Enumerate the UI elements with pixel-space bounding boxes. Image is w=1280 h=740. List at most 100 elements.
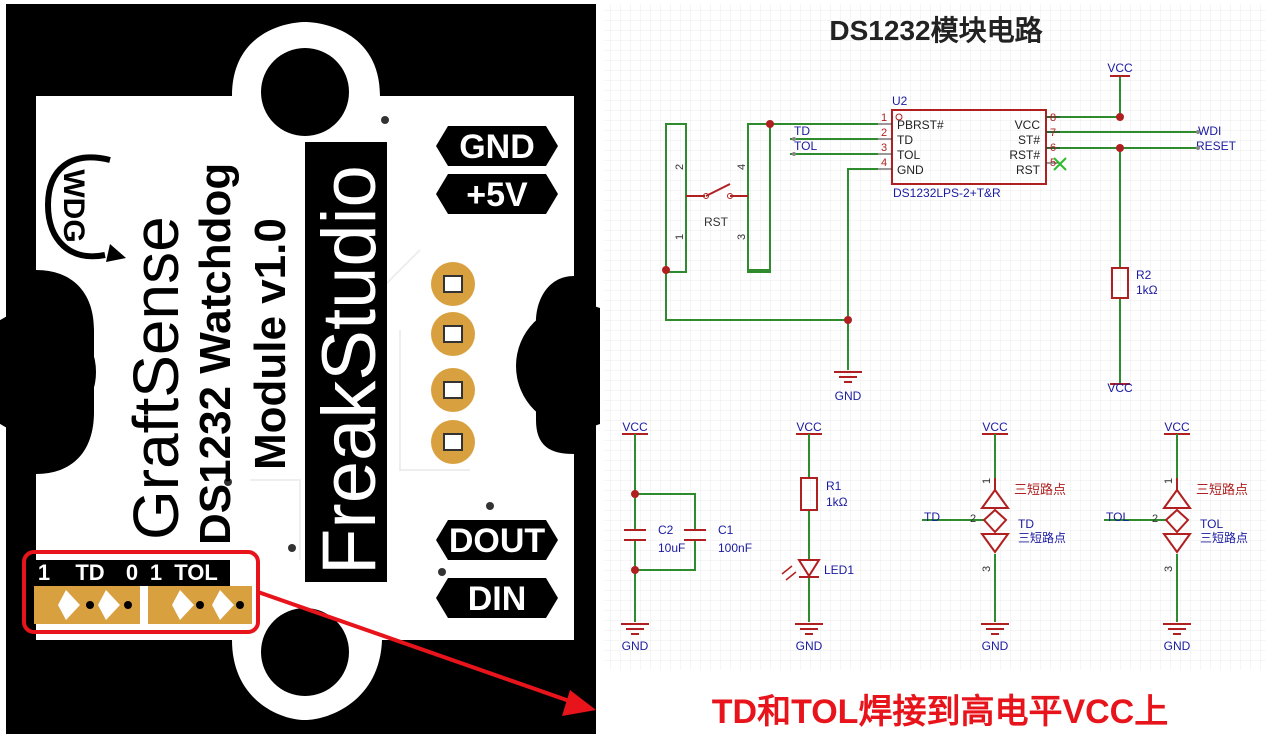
svg-text:三短路点: 三短路点 xyxy=(1196,482,1248,497)
svg-text:TD: TD xyxy=(1018,517,1034,531)
svg-text:R2: R2 xyxy=(1136,268,1152,282)
schematic-title: DS1232模块电路 xyxy=(829,15,1043,46)
pad-2 xyxy=(431,312,475,356)
resistor-r2: R2 1kΩ xyxy=(1111,267,1158,299)
svg-text:VCC: VCC xyxy=(1107,61,1133,75)
svg-text:6: 6 xyxy=(1050,142,1056,154)
svg-text:0: 0 xyxy=(236,560,248,585)
svg-text:三短路点: 三短路点 xyxy=(1200,530,1248,545)
svg-text:4: 4 xyxy=(736,164,748,170)
svg-text:TOL: TOL xyxy=(174,560,218,585)
svg-text:C2: C2 xyxy=(658,523,674,537)
svg-text:VCC: VCC xyxy=(1107,381,1133,395)
maker-text: FreakStudio xyxy=(307,165,392,575)
svg-text:GND: GND xyxy=(622,639,649,653)
svg-text:C1: C1 xyxy=(718,523,734,537)
wdg-logo-icon: WDG xyxy=(44,154,126,262)
svg-text:1: 1 xyxy=(674,234,686,240)
svg-text:+5V: +5V xyxy=(466,176,528,214)
junctions xyxy=(662,113,1124,324)
svg-text:1: 1 xyxy=(881,112,887,124)
mount-hole-right xyxy=(516,304,600,428)
svg-text:TD: TD xyxy=(897,133,913,147)
pad-4 xyxy=(431,420,475,464)
product-text-1: DS1232 Watchdog xyxy=(191,163,240,545)
svg-text:GND: GND xyxy=(835,389,862,403)
svg-text:GND: GND xyxy=(897,163,924,177)
svg-text:RST: RST xyxy=(1016,163,1041,177)
svg-text:ST#: ST# xyxy=(1018,133,1040,147)
svg-text:5: 5 xyxy=(1050,157,1056,169)
svg-text:WDG: WDG xyxy=(57,169,90,242)
jumper-area: 1 TD 0 1 TOL 0 xyxy=(34,560,252,624)
mount-hole-top xyxy=(261,48,349,136)
gnd-symbol: GND xyxy=(834,371,862,403)
svg-text:TD: TD xyxy=(794,124,810,138)
svg-text:3: 3 xyxy=(736,234,748,240)
svg-text:三短路点: 三短路点 xyxy=(1014,482,1066,497)
svg-text:LED1: LED1 xyxy=(824,563,854,577)
rst-switch: RST 2 4 1 3 xyxy=(665,123,771,273)
svg-text:0: 0 xyxy=(126,560,138,585)
pin-label-gnd: GND xyxy=(436,126,558,166)
svg-text:2: 2 xyxy=(970,513,976,525)
caption-text: TD和TOL焊接到高电平VCC上 xyxy=(711,693,1169,731)
svg-text:VCC: VCC xyxy=(982,420,1008,434)
svg-text:U2: U2 xyxy=(892,94,908,108)
svg-text:VCC: VCC xyxy=(1164,420,1190,434)
svg-text:4: 4 xyxy=(881,157,887,169)
svg-text:GND: GND xyxy=(459,128,535,166)
ic-u2: U2 PBRST# TD TOL GND 1 2 3 4 VCC ST# RST… xyxy=(878,94,1067,200)
svg-text:8: 8 xyxy=(1050,112,1056,124)
svg-text:DS1232LPS-2+T&R: DS1232LPS-2+T&R xyxy=(893,186,1001,200)
mount-hole-bottom xyxy=(261,608,349,696)
vcc-symbol-2: VCC xyxy=(1107,381,1133,395)
pin-label-5v: +5V xyxy=(436,174,558,214)
product-text-2: Module v1.0 xyxy=(246,218,295,470)
schematic-grid xyxy=(604,4,1266,670)
svg-text:WDI: WDI xyxy=(1198,124,1221,138)
svg-text:GND: GND xyxy=(982,639,1009,653)
svg-text:TOL: TOL xyxy=(1200,517,1223,531)
svg-text:TD: TD xyxy=(75,560,104,585)
svg-text:2: 2 xyxy=(674,164,686,170)
svg-text:3: 3 xyxy=(981,566,993,572)
svg-text:TOL: TOL xyxy=(794,139,817,153)
brand-text: GraftSense xyxy=(120,216,192,540)
schematic: DS1232模块电路 RST 2 4 1 3 xyxy=(600,0,1280,740)
pad-3 xyxy=(431,368,475,412)
svg-text:7: 7 xyxy=(1050,127,1056,139)
vcc-symbol: VCC xyxy=(1107,61,1133,77)
svg-text:100nF: 100nF xyxy=(718,541,752,555)
svg-text:1: 1 xyxy=(981,478,993,484)
pad-1 xyxy=(431,262,475,306)
svg-text:RST: RST xyxy=(704,215,729,229)
pin-label-din: DIN xyxy=(436,578,558,618)
svg-text:TD: TD xyxy=(924,510,940,524)
svg-text:PBRST#: PBRST# xyxy=(897,118,944,132)
svg-text:TOL: TOL xyxy=(897,148,920,162)
svg-text:GND: GND xyxy=(1164,639,1191,653)
svg-text:TOL: TOL xyxy=(1106,510,1129,524)
pcb-module-image: WDG GraftSense DS1232 Watchdog Module v1… xyxy=(0,0,600,740)
svg-text:VCC: VCC xyxy=(796,420,822,434)
svg-text:1: 1 xyxy=(1163,478,1175,484)
svg-text:三短路点: 三短路点 xyxy=(1018,530,1066,545)
led-circuit: VCC R1 1kΩ LED1 GND xyxy=(781,420,854,653)
svg-text:RESET: RESET xyxy=(1196,139,1237,153)
svg-text:2: 2 xyxy=(1152,513,1158,525)
svg-text:1: 1 xyxy=(38,560,50,585)
svg-text:3: 3 xyxy=(1163,566,1175,572)
capacitors: VCC C2 10uF C1 100nF GND xyxy=(621,420,752,653)
jumper-td: VCC 三短路点 TD 三短路点 TD 1 2 3 GND xyxy=(922,420,1066,653)
svg-text:VCC: VCC xyxy=(1015,118,1041,132)
maker-box xyxy=(305,142,387,582)
svg-text:1kΩ: 1kΩ xyxy=(1136,283,1158,297)
svg-text:2: 2 xyxy=(881,127,887,139)
svg-text:3: 3 xyxy=(881,142,887,154)
jumper-tol: VCC 三短路点 TOL 三短路点 TOL 1 2 3 GND xyxy=(1104,420,1248,653)
mount-hole-left xyxy=(0,310,96,434)
svg-text:R1: R1 xyxy=(826,479,842,493)
svg-text:1kΩ: 1kΩ xyxy=(826,495,848,509)
svg-text:1: 1 xyxy=(150,560,162,585)
